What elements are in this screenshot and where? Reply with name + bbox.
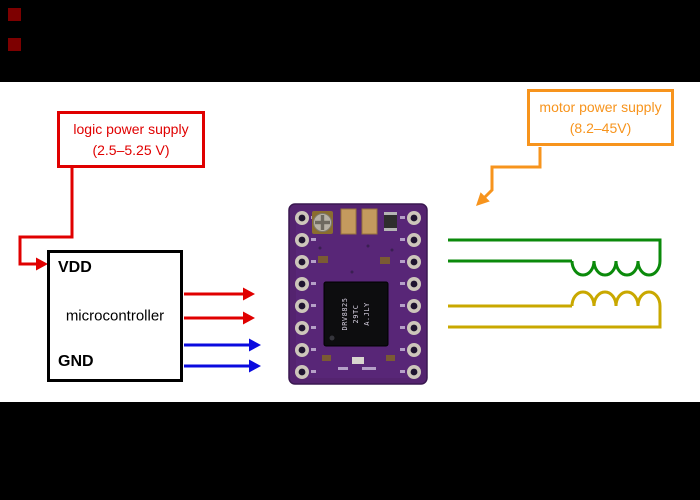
chip-marking-line1: DRV8825 [341, 297, 349, 330]
decor-square-1 [8, 8, 21, 21]
motor-supply-wire [476, 147, 542, 206]
motor-power-supply-range: (8.2–45V) [569, 119, 632, 136]
pin-holes-right [407, 211, 421, 379]
smd-components [318, 256, 395, 370]
motor-power-supply-box: motor power supply (8.2–45V) [527, 89, 674, 146]
capacitors [340, 208, 397, 235]
logic-power-supply-box: logic power supply (2.5–5.25 V) [57, 111, 205, 168]
pin-holes-left [295, 211, 309, 379]
motor-coil-a-wires [448, 238, 662, 277]
coil-b-inductor [570, 290, 662, 307]
decor-square-2 [8, 38, 21, 51]
logic-supply-wire [18, 168, 74, 271]
driver-board: DRV8825 29TC A.JLY [288, 203, 428, 385]
chip-pin1-dot [329, 335, 335, 341]
gnd-pin-label: GND [58, 353, 94, 370]
vmot-arrowhead [476, 192, 490, 206]
microcontroller-label: microcontroller [65, 307, 165, 325]
logic-power-supply-label: logic power supply [73, 121, 189, 138]
dir-signal-arrow [184, 311, 255, 325]
motor-coil-b-wires [448, 290, 662, 329]
board-vias [318, 244, 394, 274]
vdd-arrowhead [36, 257, 48, 271]
vdd-pin-label: VDD [58, 259, 92, 276]
chip-marking-line3: A.JLY [363, 302, 371, 326]
trimpot [312, 211, 333, 234]
step-signal-arrow [184, 287, 255, 301]
coil-a-inductor [570, 260, 662, 277]
microcontroller-box: VDD microcontroller GND [47, 250, 183, 382]
chip-marking-line2: 29TC [352, 305, 360, 324]
ground-wire-1 [184, 338, 261, 352]
driver-chip: DRV8825 29TC A.JLY [323, 281, 389, 347]
motor-power-supply-label: motor power supply [539, 99, 662, 116]
ground-wire-2 [184, 359, 261, 373]
logic-power-supply-range: (2.5–5.25 V) [92, 141, 170, 158]
